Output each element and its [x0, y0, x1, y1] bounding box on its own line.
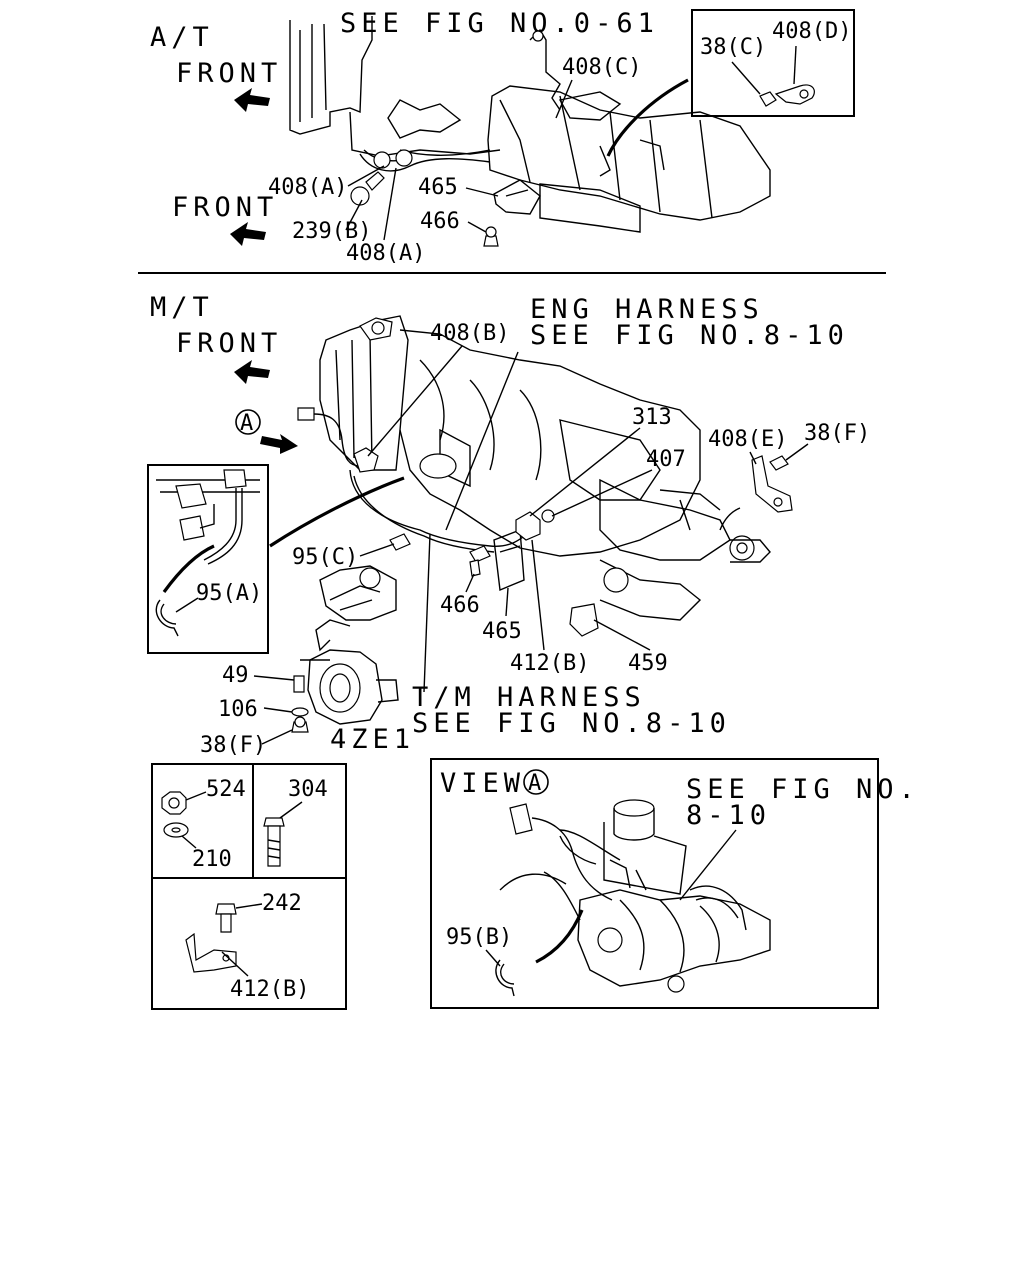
at-section: A/T FRONT FRONT SEE FIG NO.0-61 — [150, 8, 855, 266]
tm-harness-label: T/M HARNESS — [412, 682, 646, 713]
callout-408a-2: 408(A) — [346, 241, 425, 266]
view-a-marker-letter: A — [240, 411, 253, 436]
callout-95b: 95(B) — [446, 925, 512, 950]
tm-harness-see-fig: SEE FIG NO.8-10 — [412, 708, 731, 739]
callout-408c: 408(C) — [562, 55, 641, 80]
eng-harness-label: ENG HARNESS — [530, 294, 764, 325]
parts-box: 524 210 304 242 412(B) — [151, 763, 347, 1010]
front-arrow-icon — [230, 222, 266, 246]
at-front-label-2: FRONT — [172, 192, 278, 223]
callout-313: 313 — [632, 405, 672, 430]
engine-label: 4ZE1 — [330, 724, 415, 755]
callout-242: 242 — [262, 891, 302, 916]
callout-408e: 408(E) — [708, 427, 787, 452]
callout-412b-mt: 412(B) — [510, 651, 589, 676]
callout-95c: 95(C) — [292, 545, 358, 570]
view-a-see-fig-number: 8-10 — [686, 800, 771, 831]
at-title: A/T — [150, 22, 214, 53]
view-a-drawing — [495, 799, 771, 997]
callout-38f-1: 38(F) — [804, 421, 870, 446]
view-a-title-marker-letter: A — [528, 771, 541, 796]
view-a-marker — [235, 409, 261, 435]
callout-466-mt: 466 — [440, 593, 480, 618]
callout-106: 106 — [218, 697, 258, 722]
at-transmission-drawing — [289, 16, 771, 247]
mt-front-label: FRONT — [176, 328, 282, 359]
callout-465-mt: 465 — [482, 619, 522, 644]
callout-304: 304 — [288, 777, 328, 802]
callout-408a-1: 408(A) — [268, 175, 347, 200]
front-arrow-icon — [234, 360, 270, 384]
view-a-see-fig: SEE FIG NO. — [686, 774, 920, 805]
at-inset-box: 38(C) 408(D) — [691, 9, 855, 117]
callout-49: 49 — [222, 663, 249, 688]
view-a-box: VIEW A SEE FIG NO. 8-10 — [430, 758, 920, 1009]
callout-407: 407 — [646, 447, 686, 472]
callout-459: 459 — [628, 651, 668, 676]
mt-inset-box-95a: 95(A) — [147, 464, 269, 654]
eng-harness-see-fig: SEE FIG NO.8-10 — [530, 320, 849, 351]
callout-95a: 95(A) — [196, 581, 262, 606]
view-a-title-marker — [523, 769, 549, 795]
callout-524: 524 — [206, 777, 246, 802]
at-see-fig: SEE FIG NO.0-61 — [340, 8, 659, 39]
mt-section: M/T FRONT A ENG HARNESS SEE FIG NO.8-10 … — [147, 292, 870, 758]
view-a-title: VIEW — [440, 768, 525, 799]
callout-408d: 408(D) — [772, 19, 851, 44]
mt-title: M/T — [150, 292, 214, 323]
callout-466-at: 466 — [420, 209, 460, 234]
callout-210: 210 — [192, 847, 232, 872]
callout-38c: 38(C) — [700, 35, 766, 60]
callout-38f-2: 38(F) — [200, 733, 266, 758]
mt-transmission-drawing — [162, 315, 793, 733]
callout-408b: 408(B) — [430, 321, 509, 346]
callout-412b-box: 412(B) — [230, 977, 309, 1002]
front-arrow-icon — [234, 88, 270, 112]
callout-465-at: 465 — [418, 175, 458, 200]
at-front-label-1: FRONT — [176, 58, 282, 89]
callout-239b: 239(B) — [292, 219, 371, 244]
view-direction-arrow-icon — [260, 434, 298, 454]
